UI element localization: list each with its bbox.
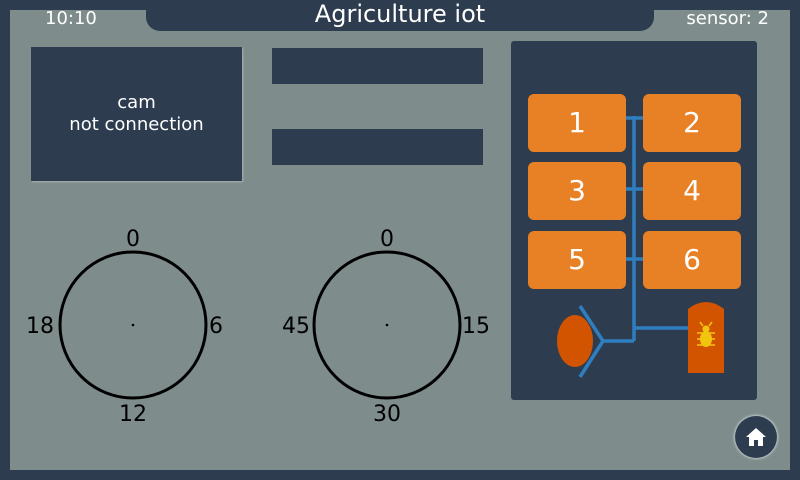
clock: 10:10	[45, 8, 97, 29]
page-title: Agriculture iot	[314, 0, 486, 28]
dial-left-label-left: 18	[26, 314, 54, 339]
title-bar: Agriculture iot	[146, 0, 654, 31]
dial-left-label-right: 6	[209, 314, 223, 339]
home-icon	[746, 428, 766, 446]
dial-left: 0 6 12 18	[26, 227, 223, 427]
dial-left-ring	[58, 250, 208, 400]
bug-icon	[688, 302, 724, 373]
dial-right-label-right: 15	[462, 314, 490, 339]
camera-status-line1: cam	[117, 92, 156, 113]
camera-view: cam not connection	[31, 47, 242, 181]
irrigation-diagram	[557, 116, 724, 378]
pipe-network	[578, 116, 691, 378]
dial-right-label-top: 0	[380, 227, 394, 252]
relay-button-2[interactable]: 2	[643, 94, 741, 152]
dial-left-center	[131, 323, 135, 327]
camera-status-line2: not connection	[69, 114, 204, 135]
dial-right-center	[385, 323, 389, 327]
home-button[interactable]	[735, 416, 777, 458]
dial-right-ring	[312, 250, 462, 400]
relay-button-3[interactable]: 3	[528, 162, 626, 220]
irrigation-panel: 1 2 3 4 5 6	[511, 41, 757, 400]
info-field-2	[272, 129, 483, 165]
relay-button-5[interactable]: 5	[528, 231, 626, 289]
dial-right: 0 15 30 45	[282, 227, 490, 427]
dial-left-label-top: 0	[126, 227, 140, 252]
relay-button-6[interactable]: 6	[643, 231, 741, 289]
relay-button-1[interactable]: 1	[528, 94, 626, 152]
sensor-count: sensor: 2	[686, 8, 769, 29]
dial-right-label-left: 45	[282, 314, 310, 339]
info-field-1	[272, 48, 483, 84]
dial-left-label-bottom: 12	[119, 402, 147, 427]
relay-button-4[interactable]: 4	[643, 162, 741, 220]
sprinkler-icon	[557, 315, 593, 367]
dial-right-label-bottom: 30	[373, 402, 401, 427]
